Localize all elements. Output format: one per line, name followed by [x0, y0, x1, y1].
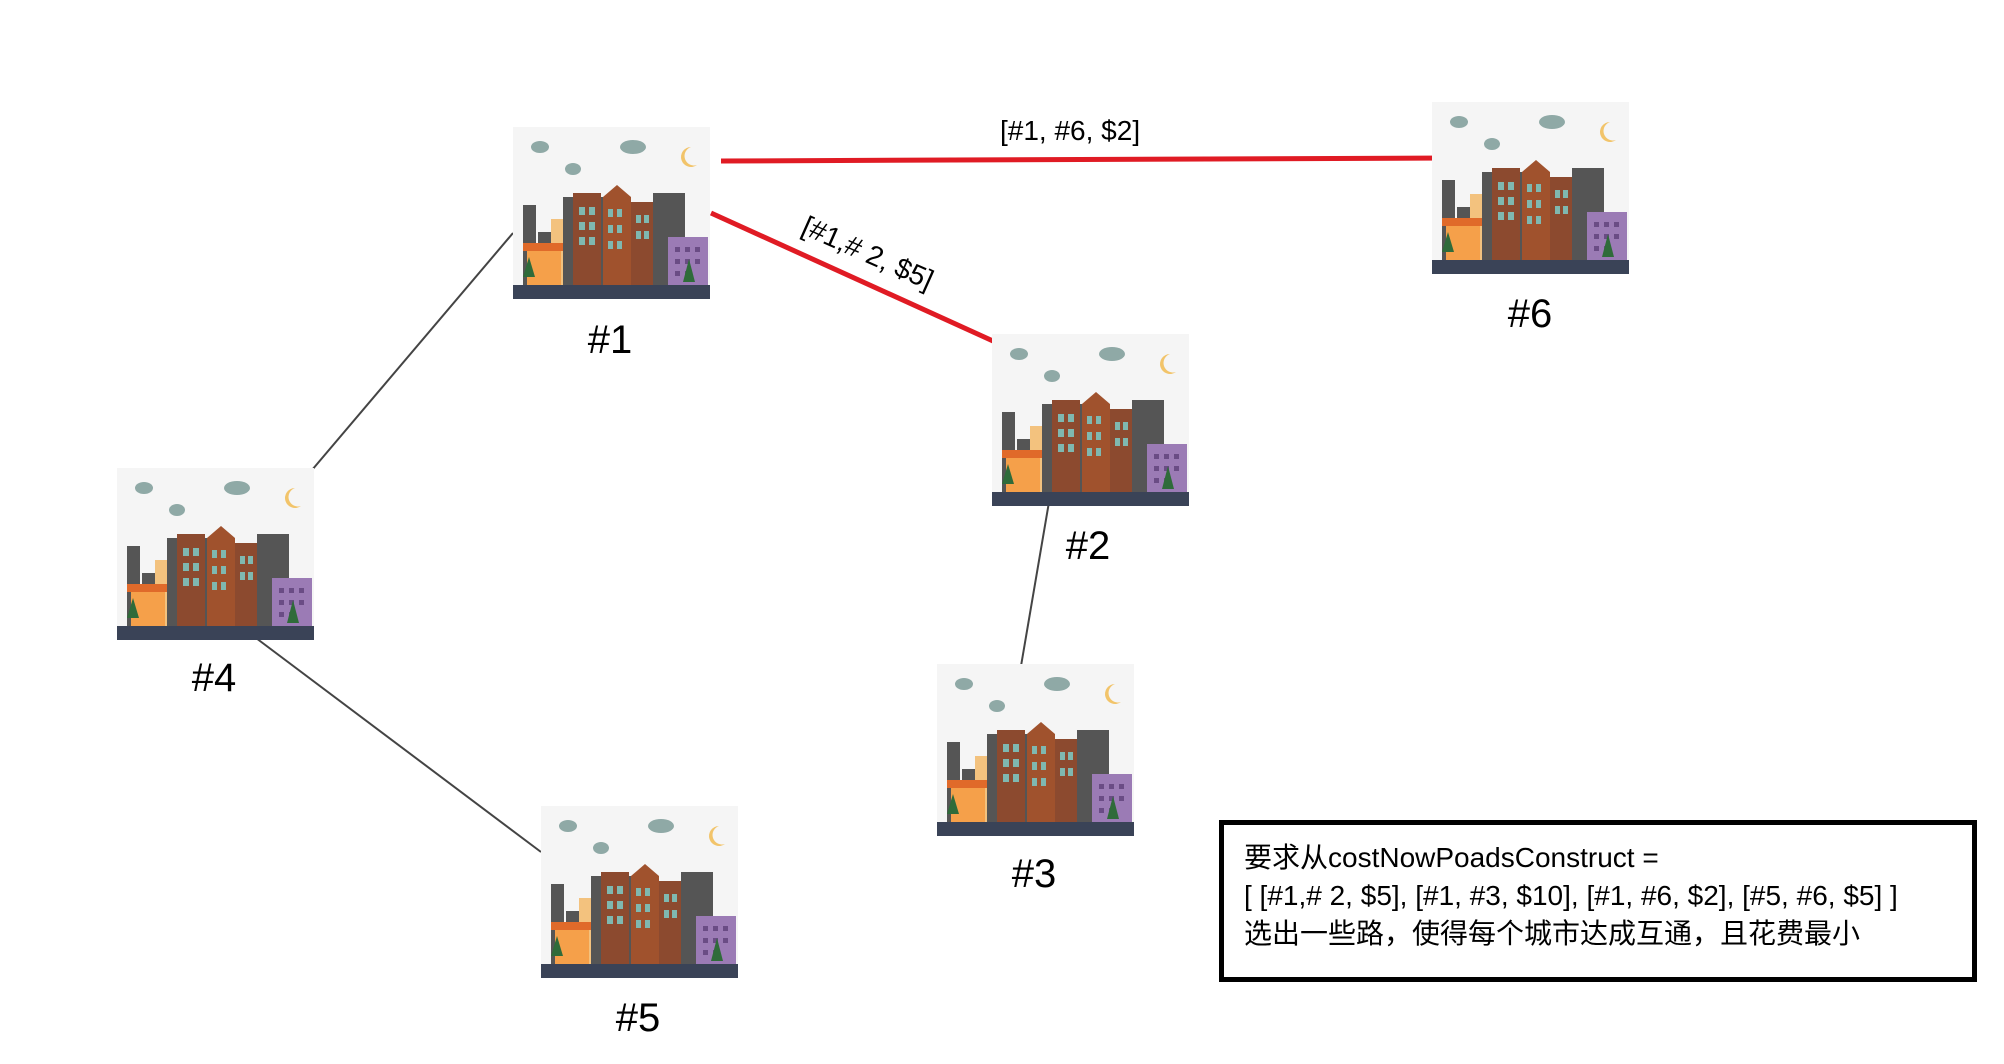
- city-image: [117, 468, 314, 640]
- city-4[interactable]: [117, 468, 314, 640]
- edge-1-6: [720, 155, 1451, 164]
- edge-4-5: [255, 637, 542, 853]
- city-label: #5: [615, 996, 661, 1040]
- city-label: #2: [1065, 524, 1111, 568]
- city-label: #1: [587, 318, 633, 362]
- city-label: #6: [1507, 292, 1553, 336]
- city-image: [992, 334, 1189, 506]
- city-image: [937, 664, 1134, 836]
- edge-1-4: [311, 232, 514, 471]
- edge-2-3: [1020, 501, 1050, 667]
- edge-label-1-6: [#1, #6, $2]: [1000, 115, 1140, 146]
- note-line-3: 选出一些路，使得每个城市达成互通，且花费最小: [1244, 918, 1861, 949]
- city-image: [1432, 102, 1629, 274]
- edge-1-2: [709, 210, 995, 344]
- problem-note: 要求从costNowPoadsConstruct = [ [#1,# 2, $5…: [1219, 820, 1977, 982]
- city-3[interactable]: [937, 664, 1134, 836]
- city-image: [541, 806, 738, 978]
- city-label: #4: [191, 656, 237, 700]
- note-line-1: 要求从costNowPoadsConstruct =: [1244, 842, 1659, 873]
- note-line-2: [ [#1,# 2, $5], [#1, #3, $10], [#1, #6, …: [1244, 880, 1898, 911]
- city-2[interactable]: [992, 334, 1189, 506]
- city-5[interactable]: [541, 806, 738, 978]
- city-6[interactable]: [1432, 102, 1629, 274]
- city-label: #3: [1011, 852, 1057, 896]
- city-image: [513, 127, 710, 299]
- city-1[interactable]: [513, 127, 710, 299]
